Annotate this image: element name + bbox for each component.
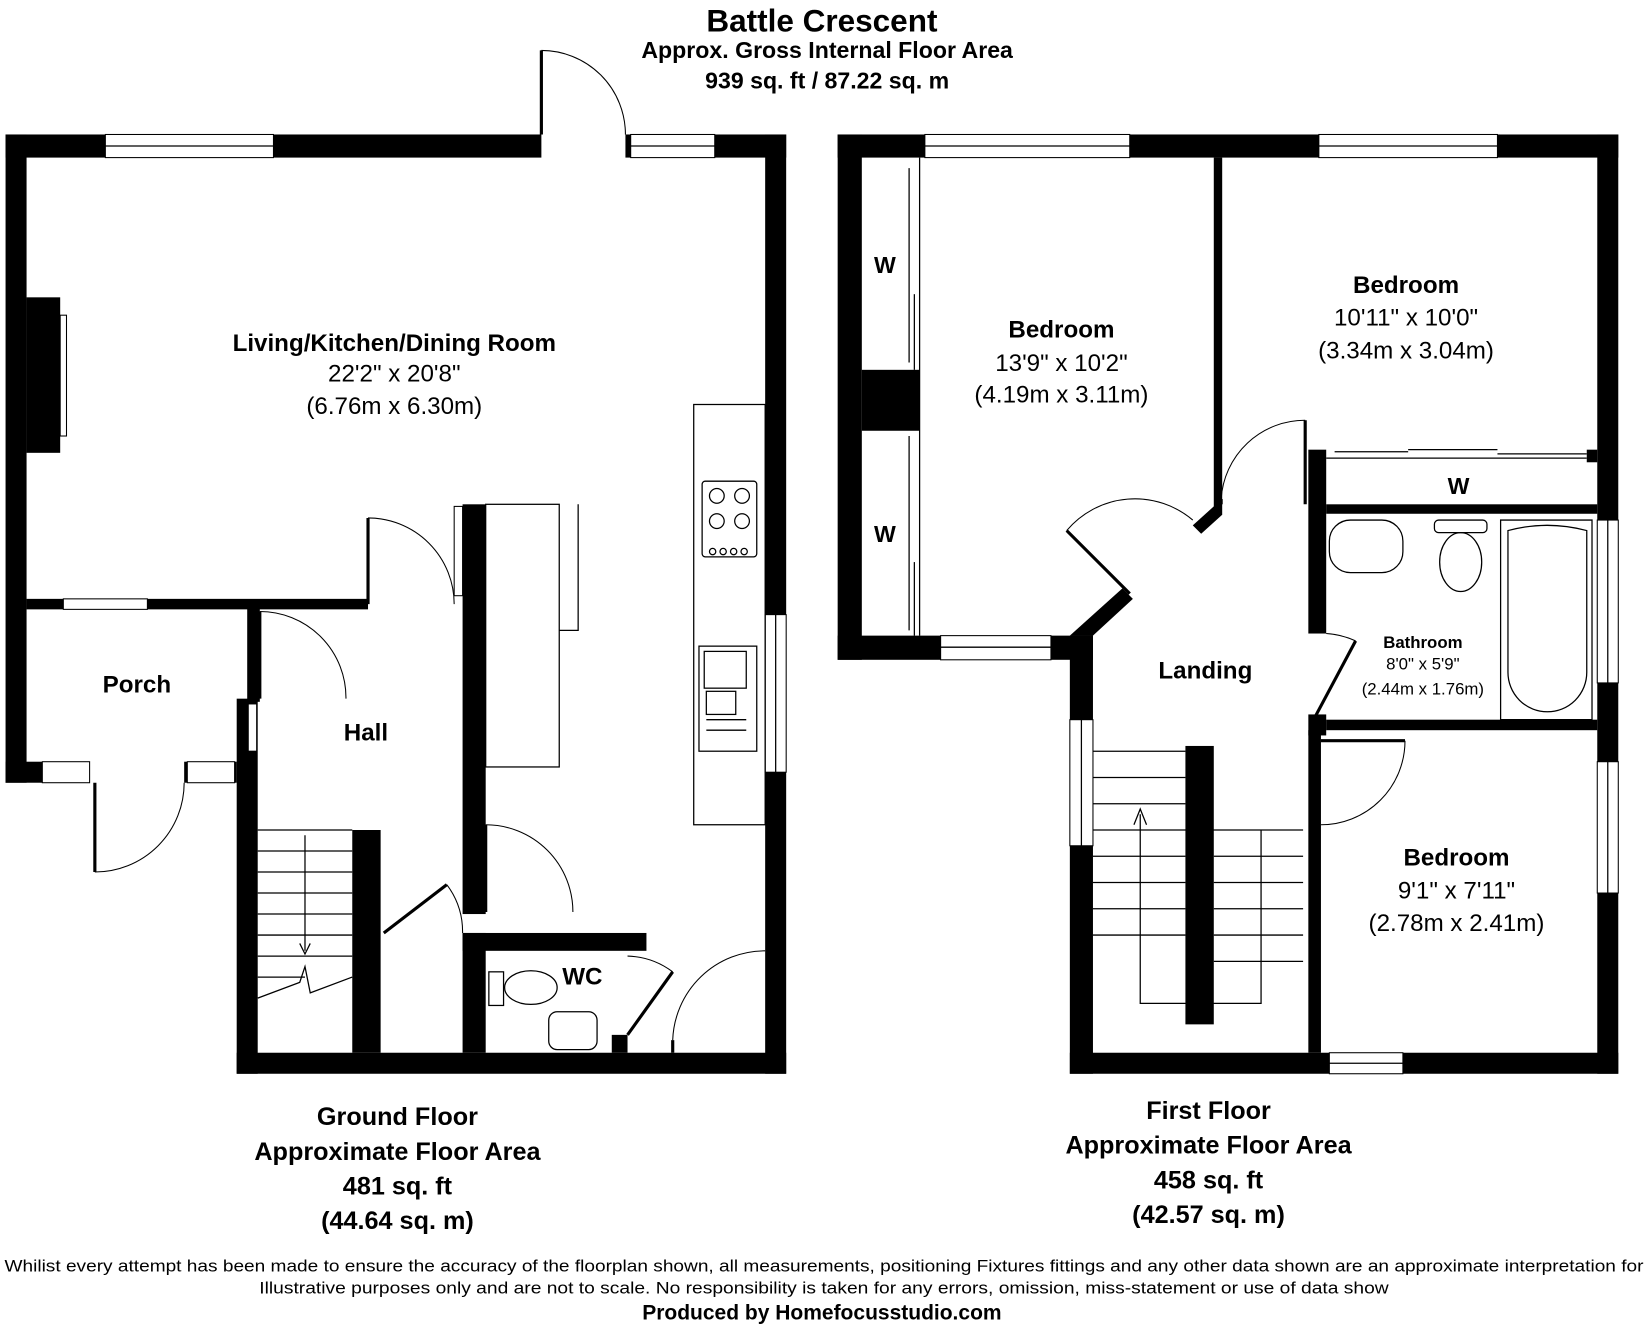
svg-text:Approximate Floor Area: Approximate Floor Area (254, 1138, 541, 1166)
stairs (257, 829, 353, 999)
producer-credit: Produced by Homefocusstudio.com (642, 1302, 1001, 1325)
room-size-living-metric: (6.76m x 6.30m) (306, 393, 482, 420)
ground-floor-plan: Living/Kitchen/Dining Room 22'2" x 20'8"… (5, 49, 787, 1074)
svg-text:458 sq. ft: 458 sq. ft (1154, 1166, 1264, 1194)
svg-text:(42.57 sq. m): (42.57 sq. m) (1132, 1201, 1285, 1229)
first-floor-summary: First Floor Approximate Floor Area 458 s… (1065, 1097, 1352, 1229)
room-size-bedroom-3-metric: (2.78m x 2.41m) (1369, 910, 1545, 937)
plan-subtitle: Approx. Gross Internal Floor Area (641, 37, 1013, 63)
fireplace (26, 297, 61, 453)
hob (701, 480, 758, 558)
disclaimer: Whilist every attempt has been made to e… (5, 1256, 1644, 1275)
first-floor-plan: W W W (837, 133, 1619, 1075)
room-size-living-imperial: 22'2" x 20'8" (328, 360, 460, 387)
room-size-bedroom-1-imperial: 13'9" x 10'2" (995, 350, 1127, 377)
room-size-bedroom-2-imperial: 10'11" x 10'0" (1334, 305, 1478, 332)
room-name-bedroom-1: Bedroom (1008, 316, 1114, 343)
room-size-bathroom-imperial: 8'0" x 5'9" (1386, 654, 1459, 673)
basin (1328, 519, 1404, 574)
disclaimer: Illustrative purposes only and are not t… (259, 1278, 1389, 1297)
svg-text:Ground Floor: Ground Floor (317, 1103, 478, 1131)
room-size-bedroom-3-imperial: 9'1" x 7'11" (1398, 877, 1515, 904)
basin (548, 1011, 598, 1051)
bath (1499, 519, 1593, 721)
sink (698, 645, 758, 752)
svg-text:First Floor: First Floor (1146, 1097, 1271, 1125)
room-name-landing: Landing (1158, 658, 1252, 685)
room-name-living: Living/Kitchen/Dining Room (233, 330, 556, 357)
room-name-bedroom-3: Bedroom (1403, 845, 1509, 872)
room-name-porch: Porch (103, 671, 171, 698)
wardrobe-label: W (1448, 473, 1470, 499)
ground-floor-summary: Ground Floor Approximate Floor Area 481 … (254, 1103, 541, 1235)
room-size-bedroom-2-metric: (3.34m x 3.04m) (1318, 337, 1494, 364)
stairs (1092, 750, 1304, 1004)
room-name-hall: Hall (344, 720, 388, 747)
room-name-bedroom-2: Bedroom (1353, 272, 1459, 299)
plan-title: Battle Crescent (706, 3, 938, 39)
wardrobe-label: W (874, 252, 896, 278)
room-size-bedroom-1-metric: (4.19m x 3.11m) (974, 381, 1148, 408)
toilet (1439, 532, 1483, 593)
footer: Whilist every attempt has been made to e… (5, 1256, 1644, 1324)
svg-text:Approximate Floor Area: Approximate Floor Area (1065, 1132, 1352, 1160)
svg-text:(44.64 sq. m): (44.64 sq. m) (321, 1207, 474, 1235)
plan-total-area: 939 sq. ft / 87.22 sq. m (705, 67, 949, 93)
door-swing (541, 49, 626, 135)
wardrobe-label: W (874, 521, 896, 547)
room-name-bathroom: Bathroom (1383, 633, 1462, 652)
room-name-wc: WC (562, 963, 602, 990)
room-size-bathroom-metric: (2.44m x 1.76m) (1362, 679, 1484, 698)
toilet (503, 970, 558, 1006)
svg-text:481 sq. ft: 481 sq. ft (343, 1173, 453, 1201)
